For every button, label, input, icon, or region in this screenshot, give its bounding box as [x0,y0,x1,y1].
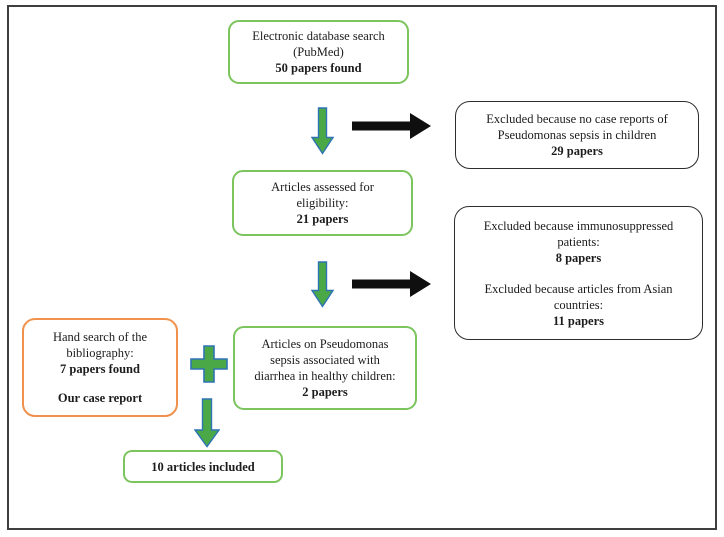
box-text-count: 2 papers [302,385,348,399]
plus-icon [189,344,229,384]
down-arrow-icon [194,398,220,448]
box-text-line: sepsis associated with [270,353,380,367]
box-text-count: 7 papers found [60,362,140,376]
box-text-line: countries: [553,297,604,312]
box-text-line: bibliography: [66,346,134,360]
box-excluded-immunosuppressed-and-asian: Excluded because immunosuppressed patien… [454,206,703,340]
box-text-line: patients: [557,234,600,249]
exclusion-paragraph: Excluded because immunosuppressed patien… [484,218,674,266]
down-arrow-icon [311,261,334,308]
box-text-line: Our case report [57,391,143,405]
box-text-line: Excluded because no case reports of [486,112,668,126]
box-text-line: Excluded because immunosuppressed [483,218,674,233]
exclusion-paragraph: Excluded because articles from Asian cou… [484,281,672,329]
box-text-line: Pseudomonas sepsis in children [497,128,657,142]
box-text-count: 8 papers [555,250,602,265]
right-arrow-icon [352,110,432,142]
box-text-line: Articles on Pseudomonas [261,337,389,351]
down-arrow-icon [311,107,334,155]
box-text-line: (PubMed) [293,45,344,59]
box-text-line: Hand search of the [52,330,148,344]
box-electronic-database-search: Electronic database search (PubMed) 50 p… [228,20,409,84]
box-articles-assessed-eligibility: Articles assessed for eligibility: 21 pa… [232,170,413,236]
box-articles-pseudomonas-sepsis: Articles on Pseudomonas sepsis associate… [233,326,417,410]
box-text-count: 21 papers [296,212,349,226]
box-hand-search-bibliography: Hand search of the bibliography: 7 paper… [22,318,178,417]
box-text-line: Excluded because articles from Asian [484,281,673,296]
box-text-count: 50 papers found [275,61,362,75]
box-excluded-no-case-reports: Excluded because no case reports of Pseu… [455,101,699,169]
box-text-line: Electronic database search [252,29,385,43]
box-text-count: 10 articles included [151,459,255,474]
box-text-line: Articles assessed for [271,180,374,194]
box-text-count: 29 papers [551,144,603,158]
box-text-count: 11 papers [552,313,605,328]
right-arrow-icon [352,268,432,300]
box-articles-included: 10 articles included [123,450,283,483]
box-text-line: diarrhea in healthy children: [254,369,396,383]
box-text-line: eligibility: [296,196,349,210]
